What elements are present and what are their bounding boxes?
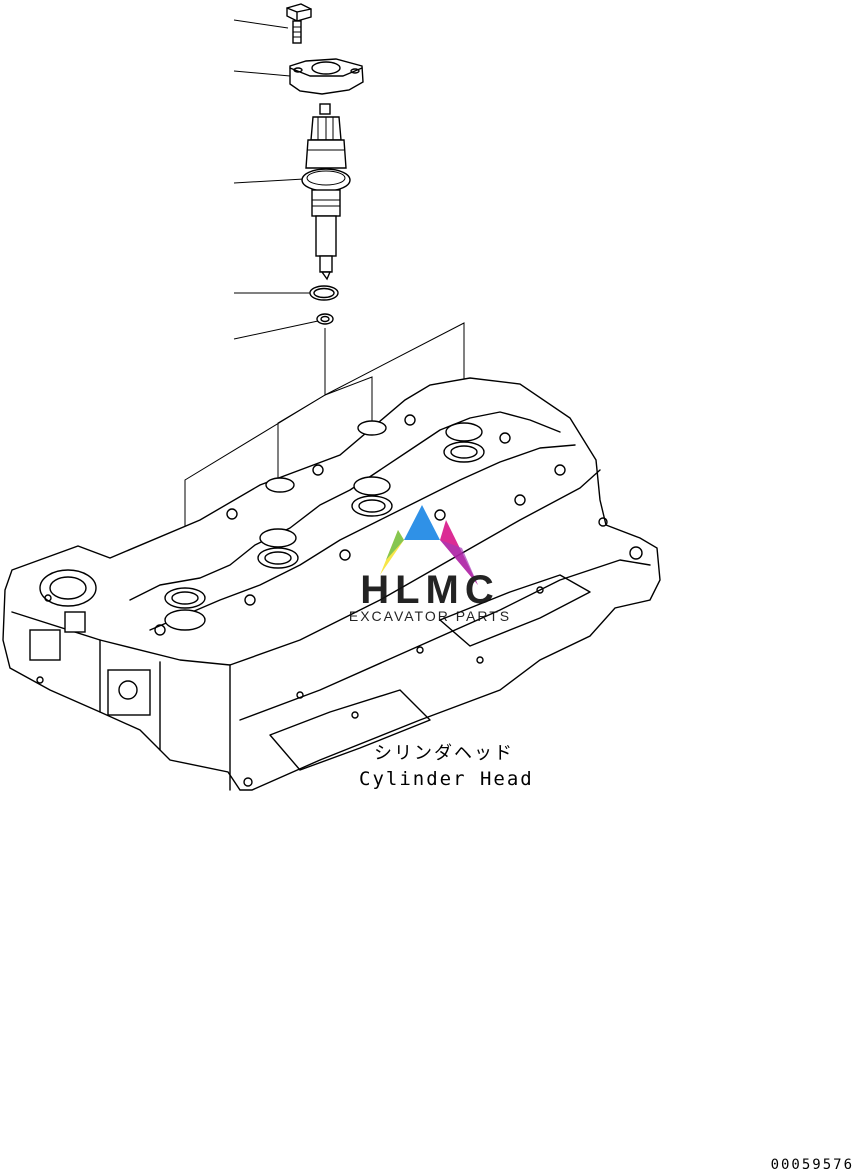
watermark-logo-icon (380, 505, 478, 585)
watermark-tagline: EXCAVATOR PARTS (349, 608, 511, 624)
clamp-part (289, 58, 364, 95)
drawing-number: 00059576 (771, 1157, 854, 1173)
cylinder-head (2, 377, 661, 791)
caption-japanese: シリンダヘッド (374, 743, 514, 764)
gasket-part (316, 313, 334, 325)
watermark: HLMC EXCAVATOR PARTS (349, 505, 511, 624)
bolt-part (286, 3, 312, 44)
caption-english: Cylinder Head (359, 768, 534, 790)
o-ring-part (309, 285, 339, 301)
injector-part (301, 103, 351, 281)
watermark-brand: HLMC (360, 568, 500, 612)
